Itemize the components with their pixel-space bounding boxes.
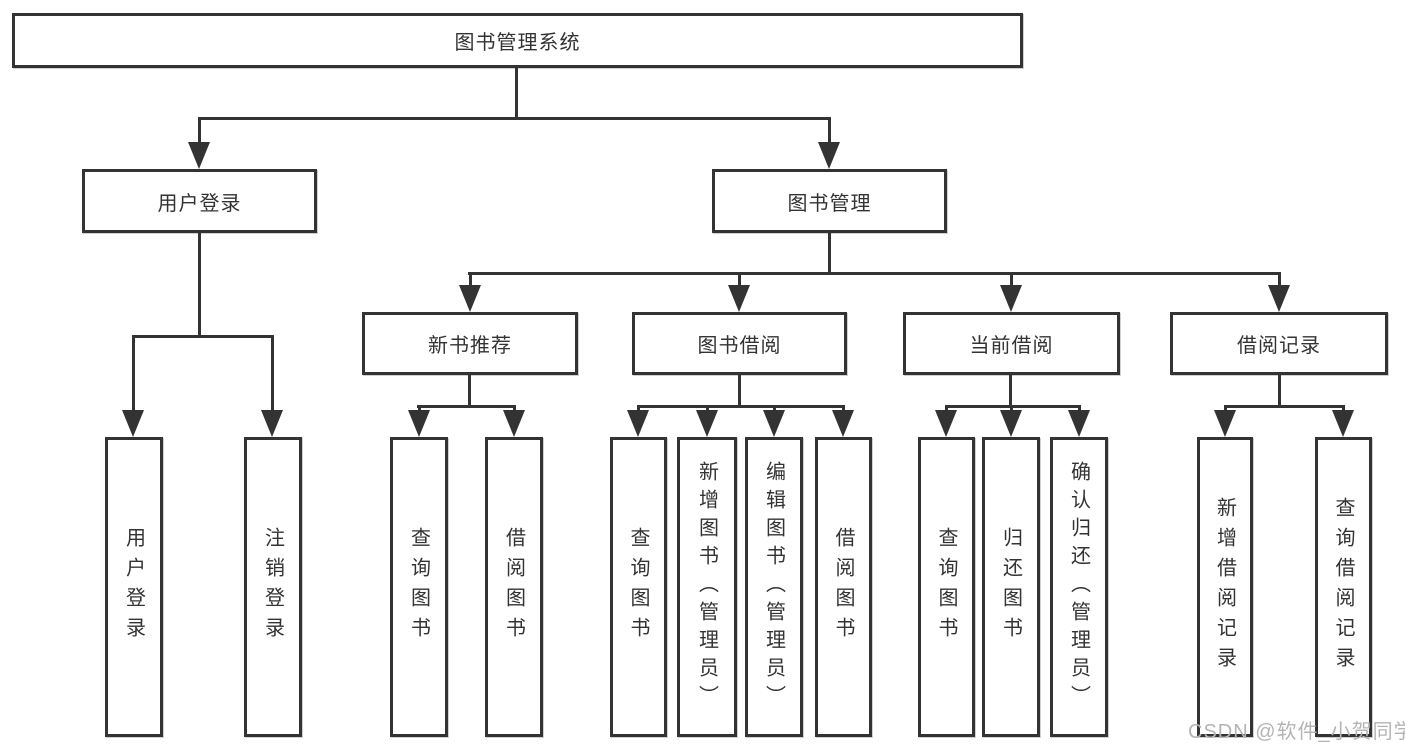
connector-current-drop-1 [945, 405, 948, 413]
connector-borrow-drop-3 [773, 405, 776, 413]
connector-records-drop-1 [1224, 405, 1227, 413]
leaf-add-borrow-record: 新增借阅记录 [1197, 437, 1253, 737]
arrow-down-icon [261, 410, 283, 437]
connector-mgmt-drop-3 [1010, 272, 1013, 288]
arrow-down-icon [763, 410, 785, 437]
connector-recommend-drop-2 [513, 405, 516, 413]
connector-recommend-rail [417, 405, 516, 408]
connector-root-rail [198, 117, 831, 120]
connector-root-stem [515, 68, 518, 119]
leaf-query-books-current: 查询图书 [918, 437, 975, 737]
connector-current-drop-3 [1078, 405, 1081, 413]
node-new-book-recommendation: 新书推荐 [362, 312, 578, 375]
node-current-borrowing: 当前借阅 [903, 312, 1120, 375]
arrow-down-icon [188, 142, 210, 169]
arrow-down-icon [832, 410, 854, 437]
arrow-down-icon [503, 410, 525, 437]
leaf-edit-books-admin: 编辑图书（管理员） [745, 437, 803, 737]
node-library-management-system: 图书管理系统 [12, 13, 1023, 68]
leaf-return-books: 归还图书 [982, 437, 1040, 737]
csdn-watermark: CSDN @软件_小贺同学 [1188, 721, 1405, 743]
connector-mgmt-rail [468, 272, 1281, 275]
connector-root-drop-left [198, 117, 201, 144]
arrow-down-icon [122, 410, 144, 437]
connector-borrow-drop-4 [842, 405, 845, 413]
connector-current-drop-2 [1010, 405, 1013, 413]
connector-borrow-drop-2 [706, 405, 709, 413]
connector-mgmt-stem [828, 233, 831, 275]
connector-login-drop-left [132, 335, 135, 412]
node-borrowing-records: 借阅记录 [1170, 312, 1388, 375]
leaf-query-borrow-record: 查询借阅记录 [1315, 437, 1372, 737]
leaf-confirm-return-admin: 确认归还（管理员） [1050, 437, 1108, 737]
connector-login-drop-right [271, 335, 274, 412]
connector-borrow-rail [637, 405, 845, 408]
leaf-borrow-books-recommend: 借阅图书 [485, 437, 543, 737]
leaf-user-login: 用户登录 [105, 437, 163, 737]
connector-login-stem [198, 233, 201, 338]
leaf-query-books-borrow: 查询图书 [610, 437, 667, 737]
connector-borrow-drop-1 [637, 405, 640, 413]
leaf-borrow-books: 借阅图书 [815, 437, 872, 737]
connector-records-rail [1224, 405, 1345, 408]
leaf-query-books-recommend: 查询图书 [390, 437, 448, 737]
arrow-down-icon [1332, 410, 1354, 437]
connector-mgmt-drop-2 [738, 272, 741, 288]
arrow-down-icon [1000, 410, 1022, 437]
leaf-add-books-admin: 新增图书（管理员） [677, 437, 737, 737]
arrow-down-icon [818, 142, 840, 169]
arrow-down-icon [408, 410, 430, 437]
arrow-down-icon [459, 285, 481, 312]
arrow-down-icon [1068, 410, 1090, 437]
connector-root-drop-right [828, 117, 831, 144]
arrow-down-icon [728, 285, 750, 312]
leaf-logout: 注销登录 [244, 437, 302, 737]
connector-current-rail [945, 405, 1081, 408]
connector-records-drop-2 [1342, 405, 1345, 413]
connector-borrow-stem [738, 375, 741, 408]
arrow-down-icon [1000, 285, 1022, 312]
arrow-down-icon [696, 410, 718, 437]
arrow-down-icon [1268, 285, 1290, 312]
arrow-down-icon [627, 410, 649, 437]
connector-recommend-drop-1 [418, 405, 421, 413]
connector-current-stem [1009, 375, 1012, 408]
connector-mgmt-drop-1 [469, 272, 472, 288]
node-book-borrowing: 图书借阅 [632, 312, 847, 375]
connector-recommend-stem [468, 375, 471, 408]
connector-mgmt-drop-4 [1278, 272, 1281, 288]
connector-records-stem [1278, 375, 1281, 408]
node-book-management: 图书管理 [712, 169, 947, 233]
connector-login-rail [132, 335, 274, 338]
node-user-login: 用户登录 [82, 169, 317, 233]
arrow-down-icon [935, 410, 957, 437]
arrow-down-icon [1214, 410, 1236, 437]
